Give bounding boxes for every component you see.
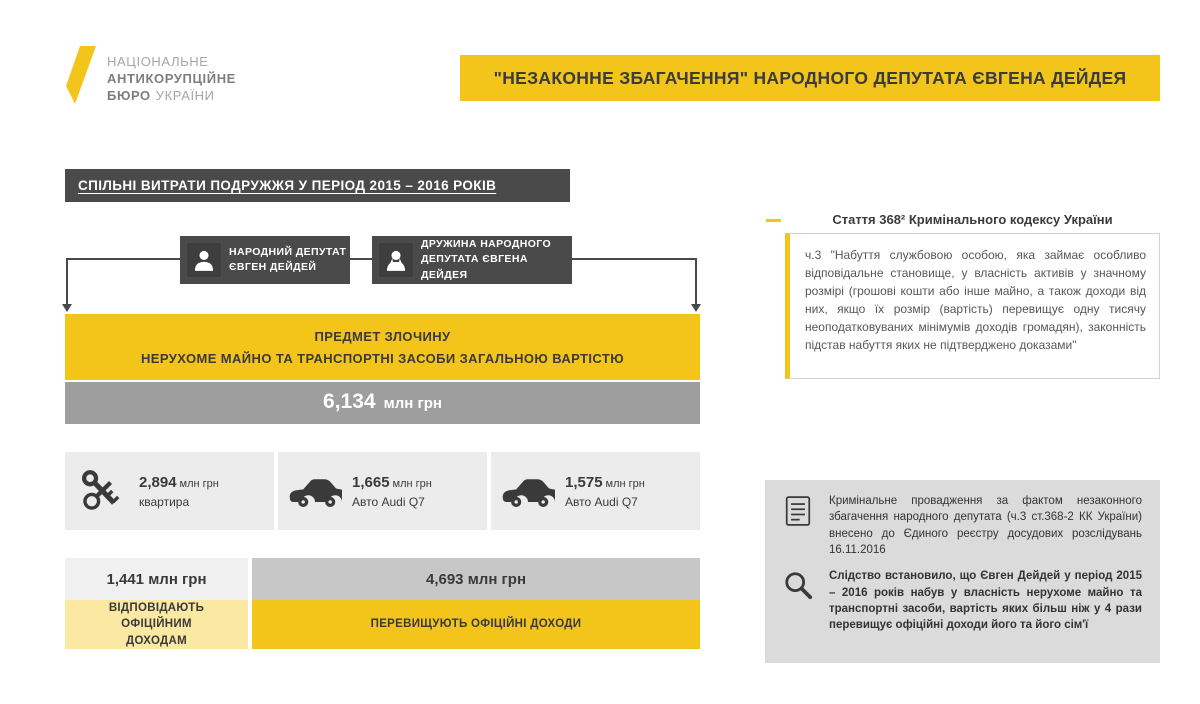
person-box-deputy: НАРОДНИЙ ДЕПУТАТ ЄВГЕН ДЕЙДЕЙ [180, 236, 350, 284]
fact-text: Слідство встановило, що Євген Дейдей у п… [829, 570, 1142, 632]
total-value: 6,134 [323, 390, 376, 413]
asset-unit: млн грн [179, 477, 219, 490]
document-icon [781, 493, 815, 527]
car-icon [288, 474, 342, 508]
total-value-box: 6,134 млн грн [65, 382, 700, 424]
asset-label: Авто Audi Q7 [352, 494, 425, 509]
legal-income-label: ВІДПОВІДАЮТЬ ОФІЦІЙНИМ ДОХОДАМ [65, 600, 248, 649]
connector-line [695, 258, 697, 304]
person2-line1: ДРУЖИНА НАРОДНОГО [421, 238, 552, 251]
total-unit: млн грн [383, 395, 442, 412]
connector-line [66, 258, 180, 260]
fact-investigation-finding: Слідство встановило, що Євген Дейдей у п… [781, 568, 1142, 633]
asset-label: квартира [139, 494, 190, 509]
nabu-logo-mark-icon [66, 46, 96, 104]
person-box-label: ДРУЖИНА НАРОДНОГО ДЕПУТАТА ЄВГЕНА ДЕЙДЕЯ [421, 237, 572, 283]
headline-title: "НЕЗАКОННЕ ЗБАГАЧЕННЯ" НАРОДНОГО ДЕПУТАТ… [493, 67, 1127, 88]
asset-unit: млн грн [392, 477, 432, 490]
law-title-dash [766, 219, 781, 222]
logo-line2: АНТИКОРУПЦІЙНЕ [107, 71, 236, 87]
connector-line [66, 258, 68, 304]
car-icon [501, 474, 555, 508]
fact-text: Кримінальне провадження за фактом незако… [829, 495, 1142, 556]
section-title-bar: СПІЛЬНІ ВИТРАТИ ПОДРУЖЖЯ У ПЕРІОД 2015 –… [65, 169, 570, 202]
logo-line3-bold: БЮРО [107, 88, 151, 104]
male-person-icon [194, 250, 214, 271]
asset-value: 1,665 [352, 473, 390, 491]
logo-line3-light: УКРАЇНИ [155, 88, 215, 104]
fact-criminal-proceeding: Кримінальне провадження за фактом незако… [781, 493, 1142, 558]
arrow-down-icon [62, 304, 72, 312]
person-icon [379, 243, 413, 277]
asset-unit: млн грн [605, 477, 645, 490]
legal-income-value: 1,441 млн грн [65, 558, 248, 600]
excess-income-label: ПЕРЕВИЩУЮТЬ ОФІЦІЙНІ ДОХОДИ [252, 600, 700, 649]
magnifier-icon [781, 568, 815, 600]
excess-income-value: 4,693 млн грн [252, 558, 700, 600]
section-title: СПІЛЬНІ ВИТРАТИ ПОДРУЖЖЯ У ПЕРІОД 2015 –… [78, 178, 497, 193]
connector-line [572, 258, 697, 260]
person-icon [187, 243, 221, 277]
connector-line [350, 258, 372, 260]
crime-subject-line1: ПРЕДМЕТ ЗЛОЧИНУ [314, 328, 451, 344]
asset-value: 1,575 [565, 473, 603, 491]
crime-subject-line2: НЕРУХОМЕ МАЙНО ТА ТРАНСПОРТНІ ЗАСОБИ ЗАГ… [140, 350, 625, 366]
female-person-icon [386, 250, 406, 271]
law-article-title: Стаття 368² Кримінального кодексу Україн… [832, 212, 1113, 227]
headline-banner: "НЕЗАКОННЕ ЗБАГАЧЕННЯ" НАРОДНОГО ДЕПУТАТ… [460, 55, 1160, 101]
crime-subject-box: ПРЕДМЕТ ЗЛОЧИНУ НЕРУХОМЕ МАЙНО ТА ТРАНСП… [65, 314, 700, 380]
person-box-label: НАРОДНИЙ ДЕПУТАТ ЄВГЕН ДЕЙДЕЙ [229, 245, 346, 275]
asset-label: Авто Audi Q7 [565, 494, 638, 509]
person-box-wife: ДРУЖИНА НАРОДНОГО ДЕПУТАТА ЄВГЕНА ДЕЙДЕЯ [372, 236, 572, 284]
case-facts-panel: Кримінальне провадження за фактом незако… [765, 480, 1160, 663]
asset-value: 2,894 [139, 473, 177, 491]
law-article-quote: ч.3 "Набуття службовою особою, яка займа… [785, 233, 1160, 379]
arrow-down-icon [691, 304, 701, 312]
logo-line1: НАЦІОНАЛЬНЕ [107, 54, 209, 69]
keys-icon [75, 468, 129, 514]
person2-line2: ДЕПУТАТА ЄВГЕНА ДЕЙДЕЯ [421, 253, 528, 281]
person1-line2: ЄВГЕН ДЕЙДЕЙ [229, 261, 317, 273]
person1-line1: НАРОДНИЙ ДЕПУТАТ [229, 245, 347, 258]
